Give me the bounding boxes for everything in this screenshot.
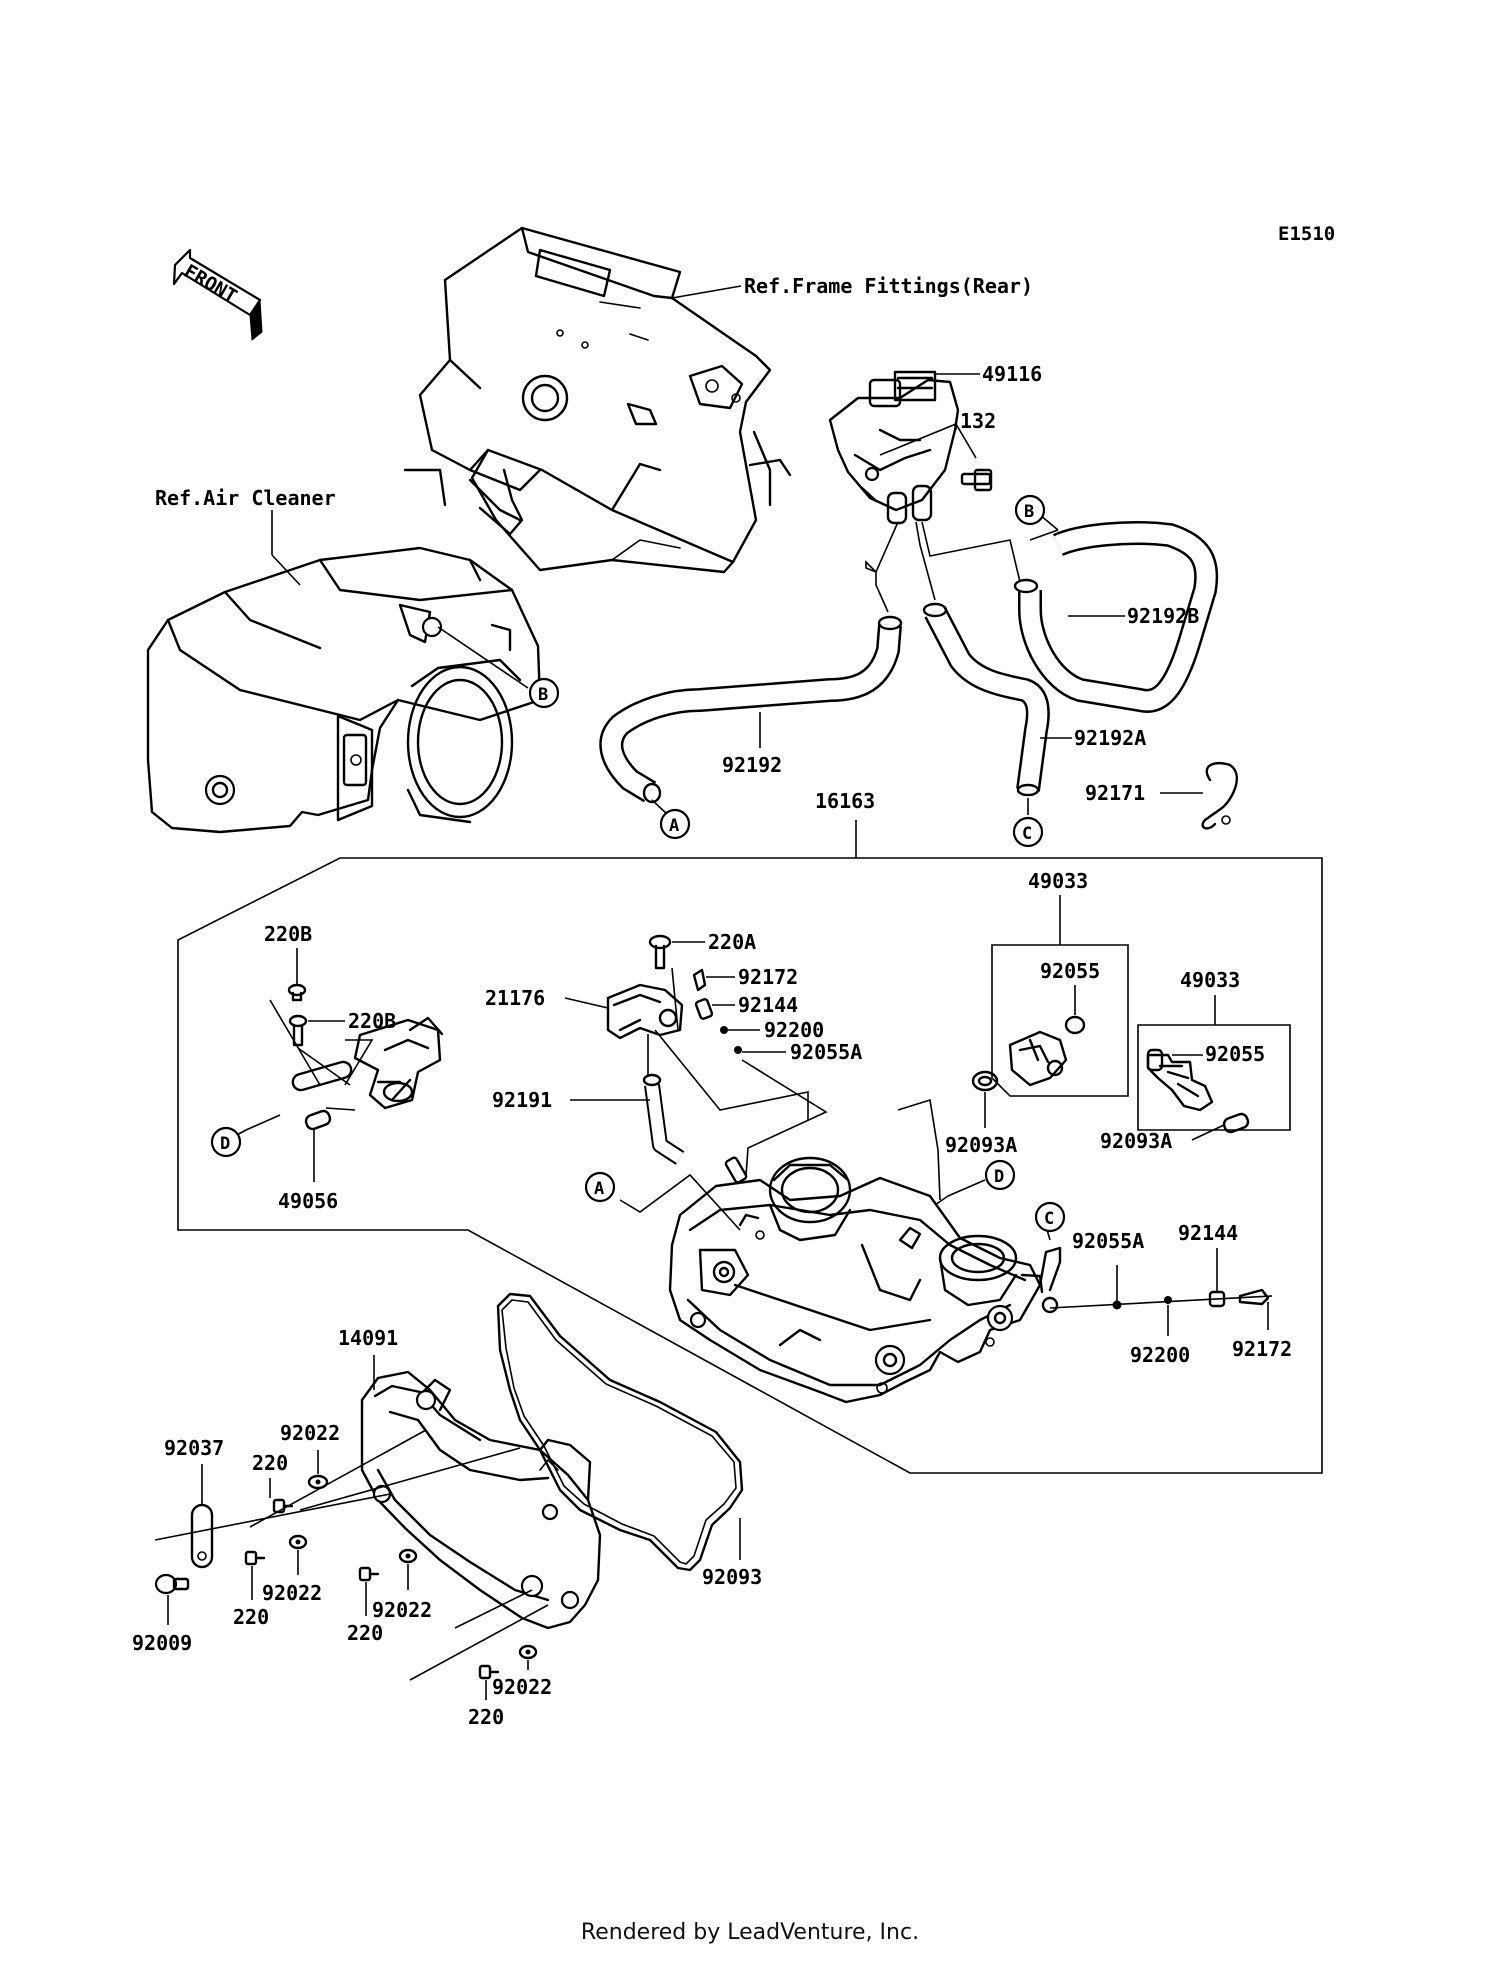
part-92022-c: 92022 <box>372 1598 432 1622</box>
seal-92093a-right-icon <box>1222 1112 1250 1134</box>
part-92192a: 92192A <box>1074 726 1146 750</box>
clamp-92171-icon <box>1201 761 1238 830</box>
screw-220a-icon <box>648 934 672 970</box>
svg-text:D: D <box>994 1167 1004 1187</box>
bolt-220-b-icon <box>244 1550 266 1566</box>
callout-d-left <box>210 1126 242 1158</box>
part-220b-top: 220B <box>264 922 312 946</box>
callout-a-top <box>659 808 691 840</box>
screw-220b-top-icon <box>287 983 307 1002</box>
svg-text:A: A <box>669 816 679 836</box>
washer-92022-a-icon <box>307 1474 329 1490</box>
part-92022-b: 92022 <box>262 1581 322 1605</box>
callout-c-body <box>1034 1201 1066 1233</box>
svg-text:C: C <box>1022 824 1032 844</box>
washer-92022-b-icon <box>288 1534 308 1550</box>
callout-d-body <box>984 1159 1016 1191</box>
injector-right-icon <box>1146 1048 1214 1112</box>
part-92192: 92192 <box>722 753 782 777</box>
part-49056: 49056 <box>278 1189 338 1213</box>
part-92200-right: 92200 <box>1130 1343 1190 1367</box>
ref-frame-fittings-label: Ref.Frame Fittings(Rear) <box>744 274 1033 298</box>
part-92093a-left: 92093A <box>945 1133 1017 1157</box>
washer-92022-c-icon <box>398 1548 418 1564</box>
part-92172-top: 92172 <box>738 965 798 989</box>
callout-c-top <box>1012 816 1044 848</box>
part-49033-right: 49033 <box>1180 968 1240 992</box>
svg-text:B: B <box>538 685 548 705</box>
bolt-132-icon <box>960 468 993 492</box>
sensor-49056-icon <box>291 1016 444 1131</box>
part-92055-right: 92055 <box>1205 1042 1265 1066</box>
o-ring-icon <box>1064 1015 1086 1035</box>
parts-diagram: E1510 FRONT Ref.Frame Fittings(Rear) <box>132 223 1335 1729</box>
sensor-21176-icon <box>606 983 684 1040</box>
part-92171: 92171 <box>1085 781 1145 805</box>
part-16163: 16163 <box>815 789 875 813</box>
assembly-frame-16163 <box>177 820 1323 1474</box>
screw-220b-mid-icon <box>288 1014 308 1047</box>
cover-14091 <box>360 1370 602 1630</box>
part-92172-right: 92172 <box>1232 1337 1292 1361</box>
part-220-c: 220 <box>347 1621 383 1645</box>
svg-text:B: B <box>1024 502 1034 522</box>
gasket-92093 <box>496 1292 744 1572</box>
bolt-220-d-icon <box>478 1664 500 1680</box>
callout-b-left <box>528 677 560 709</box>
front-label: FRONT <box>180 260 241 308</box>
bolt-220-c-icon <box>358 1566 380 1582</box>
solenoid-valve <box>828 370 960 525</box>
injector-left-icon <box>1008 1030 1068 1087</box>
part-92055a-right: 92055A <box>1072 1229 1144 1253</box>
ref-air-cleaner-label: Ref.Air Cleaner <box>155 486 336 510</box>
hose-92192a <box>922 602 1050 797</box>
part-92037: 92037 <box>164 1436 224 1460</box>
plate-92037-icon <box>190 1503 214 1569</box>
part-92200-top: 92200 <box>764 1018 824 1042</box>
hose-92192b <box>1013 521 1219 713</box>
part-220b-mid: 220B <box>348 1009 396 1033</box>
part-92055a-top: 92055A <box>790 1040 862 1064</box>
front-arrow-icon: FRONT <box>172 248 263 341</box>
part-92144-right: 92144 <box>1178 1221 1238 1245</box>
part-92093: 92093 <box>702 1565 762 1589</box>
svg-text:A: A <box>594 1179 604 1199</box>
callout-b-right <box>1014 494 1046 526</box>
hose-92192 <box>599 615 903 804</box>
footer-credit: Rendered by LeadVenture, Inc. <box>580 1920 920 1945</box>
part-14091: 14091 <box>338 1326 398 1350</box>
svg-text:D: D <box>220 1134 230 1154</box>
part-220-b: 220 <box>233 1605 269 1629</box>
part-49033-left: 49033 <box>1028 869 1088 893</box>
idle-screw-parts-right <box>1112 1288 1270 1310</box>
bolt-220-a-icon <box>272 1498 294 1514</box>
part-92009: 92009 <box>132 1631 192 1655</box>
part-49116: 49116 <box>982 362 1042 386</box>
hose-92191-icon <box>642 1073 685 1165</box>
part-21176: 21176 <box>485 986 545 1010</box>
part-132: 132 <box>960 409 996 433</box>
air-cleaner <box>146 546 542 834</box>
throttle-body <box>668 1156 1062 1404</box>
part-220a: 220A <box>708 930 756 954</box>
washer-92022-d-icon <box>518 1644 538 1660</box>
svg-text:C: C <box>1044 1209 1054 1229</box>
part-92191: 92191 <box>492 1088 552 1112</box>
diagram-code: E1510 <box>1278 223 1335 245</box>
part-220-a: 220 <box>252 1451 288 1475</box>
part-220-d: 220 <box>468 1705 504 1729</box>
part-92055-left: 92055 <box>1040 959 1100 983</box>
callout-a-body <box>584 1171 616 1203</box>
idle-screw-parts-top <box>692 968 742 1054</box>
frame-fitting-rear <box>403 226 792 574</box>
seal-92093a-left-icon <box>971 1070 999 1092</box>
part-92093a-right: 92093A <box>1100 1129 1172 1153</box>
part-92022-a: 92022 <box>280 1421 340 1445</box>
part-92144-top: 92144 <box>738 993 798 1017</box>
part-92022-d: 92022 <box>492 1675 552 1699</box>
screw-92009-icon <box>154 1573 190 1595</box>
part-92192b: 92192B <box>1127 604 1199 628</box>
